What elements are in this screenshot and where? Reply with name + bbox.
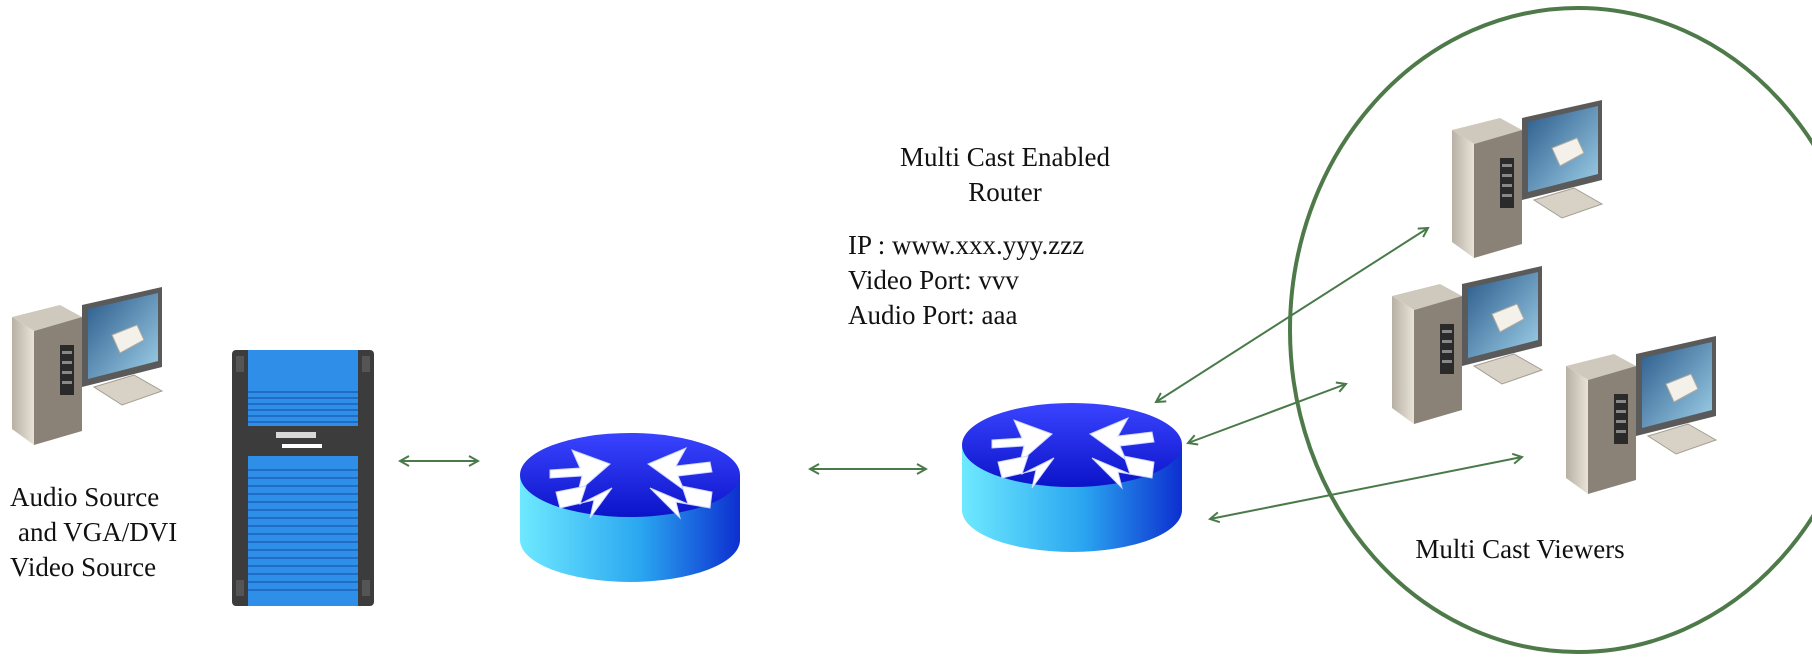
arrow-router2-viewer3 [1210,457,1522,519]
source-label-line-1: Audio Source [10,482,160,512]
router-title-line-1: Multi Cast Enabled [900,142,1110,172]
viewer-3-workstation-icon [1565,335,1717,495]
viewers-label: Multi Cast Viewers [1415,534,1625,564]
source-workstation-icon [11,286,163,446]
source-label: Audio Source and VGA/DVI Video Source [10,480,220,585]
viewers-group-circle [1288,6,1812,654]
viewer-2-workstation-icon [1391,265,1543,425]
router-info: IP : www.xxx.yyy.zzz Video Port: vvv Aud… [848,228,1208,333]
viewer-1-workstation-icon [1451,99,1603,259]
router-ip: IP : www.xxx.yyy.zzz [848,230,1085,260]
router-title-line-2: Router [968,177,1042,207]
source-label-line-2: and VGA/DVI [18,517,178,547]
source-label-line-3: Video Source [10,552,157,582]
router-audio-port: Audio Port: aaa [848,300,1018,330]
router-video-port: Video Port: vvv [848,265,1019,295]
router-1-icon [519,432,741,583]
encoder-rack-icon [230,345,378,607]
router-2-icon [961,402,1183,553]
router-title: Multi Cast Enabled Router [855,140,1155,210]
arrow-router2-viewer2 [1188,384,1346,443]
